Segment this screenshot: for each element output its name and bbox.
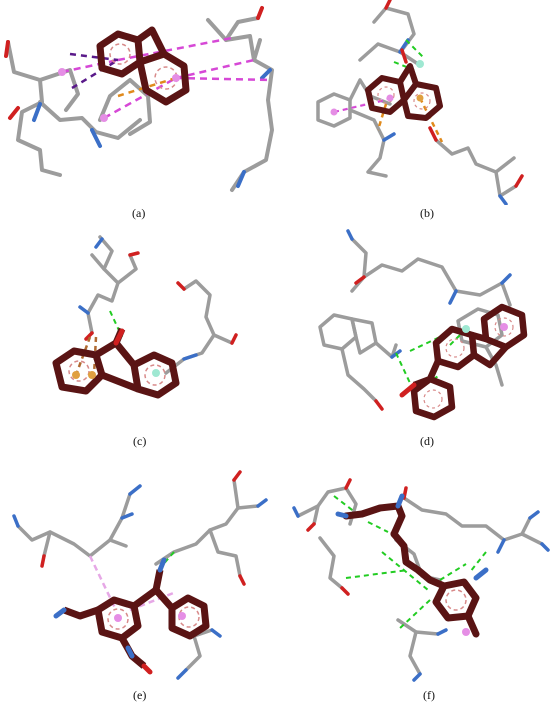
panel-caption: (c) (133, 434, 147, 448)
panel-a: (a) (0, 0, 290, 225)
panel-c: (c) (0, 225, 290, 460)
ligand (96, 26, 190, 106)
panel-e-structure (12, 470, 268, 680)
ligand-carbonyl-oxygen (113, 328, 125, 346)
ligand-aromatic-rings (445, 589, 467, 611)
ligand-heteroatoms (53, 557, 167, 675)
h-bond-interactions (159, 551, 175, 569)
panel-caption: (d) (420, 434, 434, 448)
residue-sticks (16, 478, 260, 672)
panel-f-structure (292, 478, 550, 682)
panel-e: (e) (0, 460, 290, 709)
ring-centroids (72, 369, 160, 379)
panel-b: (b) (290, 0, 550, 225)
panel-caption: (f) (423, 688, 435, 702)
ring-centroids (114, 612, 186, 622)
h-bond-interactions (393, 39, 425, 71)
residue-sticks (296, 486, 544, 676)
oxygen-atoms (354, 275, 384, 411)
panel-caption: (e) (133, 688, 147, 702)
panel-caption: (b) (420, 206, 434, 220)
ligand (365, 63, 443, 121)
ring-centroids (462, 323, 508, 333)
residue-sticks (86, 235, 234, 375)
nitrogen-atoms (382, 38, 508, 205)
pi-sigma-interactions (69, 52, 119, 90)
panel-d-structure (318, 229, 528, 421)
nitrogen-atoms (292, 506, 550, 682)
ligand (342, 502, 480, 638)
ligand-aromatic-rings (68, 360, 166, 386)
ligand-aromatic-rings (377, 86, 431, 110)
ring-centroids (462, 628, 470, 636)
panel-b-structure (316, 0, 524, 205)
panel-d: (d) (290, 225, 550, 460)
h-bond-interactions (109, 310, 123, 338)
nitrogen-atoms (78, 237, 198, 361)
residue-sticks (316, 6, 518, 198)
oxygen-atoms (40, 470, 246, 586)
ligand-amide-oxygen (399, 382, 417, 398)
nitrogen-atoms (12, 484, 268, 680)
oxygen-atoms (84, 251, 238, 345)
panel-a-structure (4, 6, 274, 192)
panel-f: (f) (290, 460, 550, 709)
panel-c-structure (52, 235, 238, 399)
ligand-aromatic-rings (423, 317, 514, 409)
oxygen-atoms (4, 6, 264, 120)
oxygen-atoms (384, 0, 524, 188)
ring-centroids (330, 60, 424, 116)
nitrogen-atoms (32, 68, 272, 188)
ligand-heteroatoms (335, 493, 489, 581)
residue-sticks (6, 16, 274, 192)
pi-alkyl-interactions (88, 555, 177, 612)
ring-centroids (58, 68, 180, 122)
panel-caption: (a) (132, 206, 146, 220)
pi-pi-interactions (61, 36, 271, 120)
ligand (410, 303, 528, 421)
